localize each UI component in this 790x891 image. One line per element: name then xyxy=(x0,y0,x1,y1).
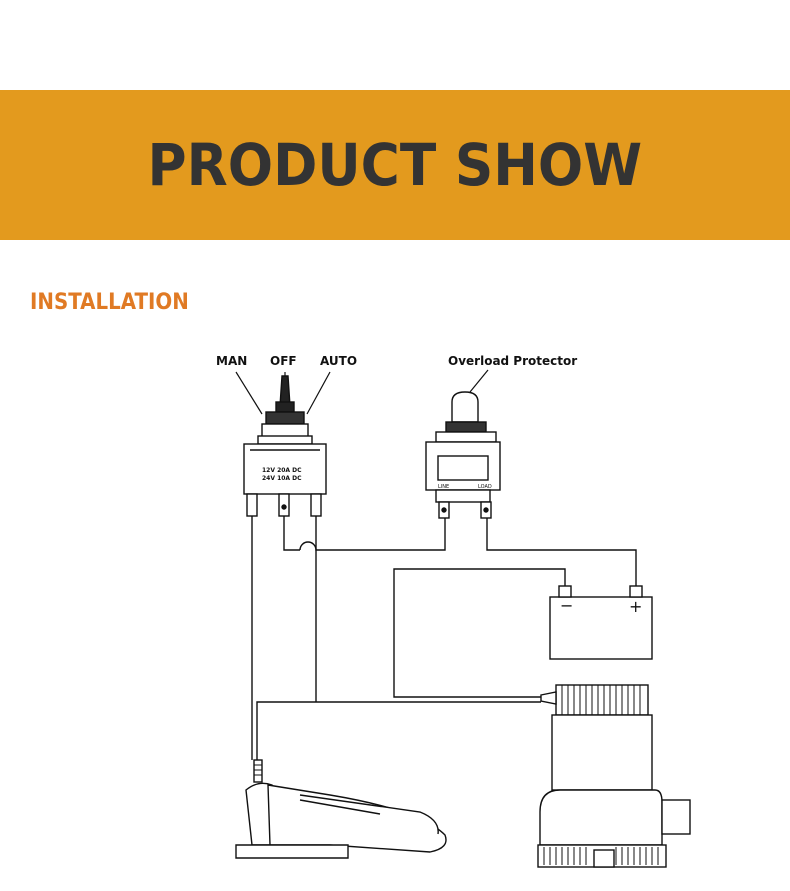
label-overload-protector: Overload Protector xyxy=(448,354,577,368)
switch-terminal-man xyxy=(246,493,258,517)
switch-rating-line1: 12V 20A DC xyxy=(262,467,302,474)
switch-terminal-auto xyxy=(310,493,322,517)
pointer-protector xyxy=(469,369,489,393)
protector-terminal-load: LOAD xyxy=(478,484,492,490)
pointer-auto xyxy=(306,371,331,415)
wire-float-to-pump xyxy=(256,701,541,760)
label-auto: AUTO xyxy=(320,354,357,368)
wire-battery-negative-to-pump xyxy=(393,568,566,698)
label-off: OFF xyxy=(270,354,297,368)
title-banner: PRODUCT SHOW xyxy=(0,90,790,240)
battery xyxy=(549,585,653,660)
overload-protector: LINE LOAD xyxy=(425,391,501,519)
switch-rating-line2: 24V 10A DC xyxy=(262,475,302,482)
toggle-switch: 12V 20A DC 24V 10A DC xyxy=(243,375,327,517)
banner-title: PRODUCT SHOW xyxy=(147,131,643,199)
battery-terminal-positive xyxy=(629,585,643,598)
protector-terminal-line: LINE xyxy=(438,484,449,490)
label-man: MAN xyxy=(216,354,247,368)
float-switch xyxy=(235,759,447,859)
wire-switch-to-protector xyxy=(283,515,446,551)
wire-protector-to-battery-positive xyxy=(486,518,637,592)
battery-positive-symbol: + xyxy=(629,597,642,616)
battery-negative-symbol: − xyxy=(560,596,573,615)
bilge-pump xyxy=(537,684,691,868)
battery-terminal-negative xyxy=(558,585,572,598)
pointer-man xyxy=(235,371,263,415)
section-title: INSTALLATION xyxy=(30,290,189,315)
wiring-diagram: MAN OFF AUTO 12V 20A DC 24V 10A DC Overl… xyxy=(216,354,691,868)
